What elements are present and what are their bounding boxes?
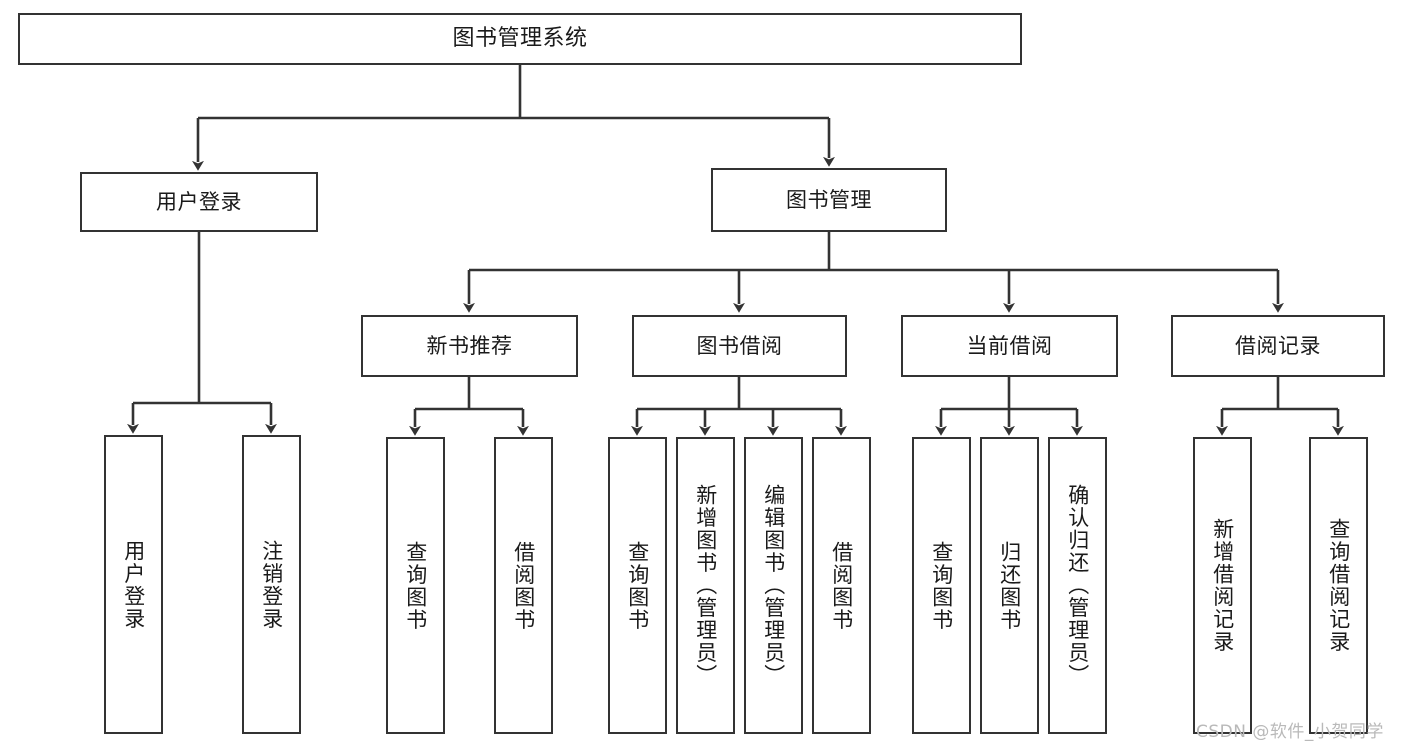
node-user-login[interactable]: 用户登录	[80, 172, 318, 232]
leaf-query-book-recommend[interactable]: 查询图书	[386, 437, 445, 734]
leaf-query-book-current[interactable]: 查询图书	[912, 437, 971, 734]
node-label: 归还图书	[997, 540, 1022, 631]
node-label: 编辑图书（管理员）	[761, 484, 786, 687]
node-label: 新增图书（管理员）	[693, 484, 718, 687]
leaf-return-book[interactable]: 归还图书	[980, 437, 1039, 734]
leaf-borrow-book[interactable]: 借阅图书	[812, 437, 871, 734]
node-label: 借阅记录	[1235, 333, 1321, 358]
node-label: 当前借阅	[966, 333, 1053, 358]
node-label: 新增借阅记录	[1210, 518, 1235, 653]
node-label: 注销登录	[259, 539, 284, 630]
node-label: 查询图书	[929, 540, 954, 631]
leaf-borrow-book-recommend[interactable]: 借阅图书	[494, 437, 553, 734]
node-label: 用户登录	[156, 189, 242, 214]
csdn-watermark: CSDN @软件_小贺同学	[1196, 722, 1384, 742]
node-label: 查询图书	[403, 540, 428, 631]
leaf-edit-book-admin[interactable]: 编辑图书（管理员）	[744, 437, 803, 734]
leaf-user-login[interactable]: 用户登录	[104, 435, 163, 734]
node-current-borrow[interactable]: 当前借阅	[901, 315, 1118, 377]
node-label: 新书推荐	[426, 333, 513, 358]
node-label: 查询图书	[625, 540, 650, 631]
node-label: 查询借阅记录	[1326, 518, 1351, 653]
node-book-management[interactable]: 图书管理	[711, 168, 947, 232]
node-borrow-record[interactable]: 借阅记录	[1171, 315, 1385, 377]
leaf-add-book-admin[interactable]: 新增图书（管理员）	[676, 437, 735, 734]
leaf-query-book-borrow[interactable]: 查询图书	[608, 437, 667, 734]
leaf-query-borrow-record[interactable]: 查询借阅记录	[1309, 437, 1368, 734]
node-label: 图书管理系统	[452, 26, 588, 52]
node-label: 借阅图书	[511, 540, 536, 631]
leaf-logout[interactable]: 注销登录	[242, 435, 301, 734]
node-root-system[interactable]: 图书管理系统	[18, 13, 1022, 65]
leaf-confirm-return-admin[interactable]: 确认归还（管理员）	[1048, 437, 1107, 734]
node-book-borrow[interactable]: 图书借阅	[632, 315, 847, 377]
node-label: 图书借阅	[696, 333, 783, 358]
node-label: 图书管理	[786, 187, 872, 212]
leaf-add-borrow-record[interactable]: 新增借阅记录	[1193, 437, 1252, 734]
node-label: 用户登录	[121, 539, 146, 630]
node-label: 借阅图书	[829, 540, 854, 631]
node-label: 确认归还（管理员）	[1065, 484, 1090, 687]
node-new-book-recommend[interactable]: 新书推荐	[361, 315, 578, 377]
